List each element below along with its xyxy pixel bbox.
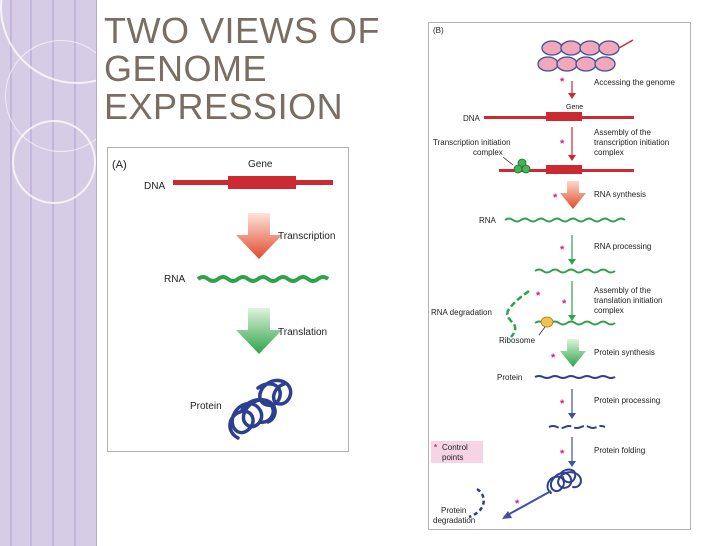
degraded-rna [506, 289, 530, 338]
decor-ring [12, 120, 96, 204]
protein-degradation-line1: Protein [441, 506, 466, 515]
transcription-arrow [236, 213, 282, 259]
control-point-asterisk: * [562, 298, 567, 310]
processed-protein [548, 425, 606, 429]
panel-a-label: (A) [112, 159, 127, 171]
control-point-asterisk: * [515, 498, 520, 510]
panel-a-svg: (A) Gene DNA Transcription RNA Translati… [112, 159, 335, 440]
assembly-tli-line1: Assembly of the [594, 286, 651, 295]
step-arrow-head [568, 259, 576, 265]
step-arrow-head [568, 93, 576, 99]
control-point-asterisk: * [560, 138, 565, 150]
protein-processing-label: Protein processing [594, 396, 660, 405]
protein-synthesis-arrow [560, 339, 586, 367]
step-arrow-head [568, 155, 576, 161]
control-point-asterisk: * [560, 76, 565, 88]
legend-line2: points [442, 453, 463, 462]
assembly-tli-line2: translation initiation [594, 296, 662, 305]
accessing-genome-label: Accessing the genome [594, 78, 675, 87]
translation-arrow [236, 308, 282, 354]
step-arrow-head [568, 413, 576, 419]
control-points-legend [431, 441, 483, 463]
ribosome-icon [540, 316, 554, 328]
control-point-asterisk: * [553, 192, 558, 204]
step-arrow-head [568, 315, 576, 321]
degradation-arrow [503, 490, 552, 518]
rna-label: RNA [164, 274, 185, 285]
gene-label-b: Gene [566, 104, 583, 111]
pointer-line [538, 326, 546, 336]
title-line: GENOME [104, 48, 268, 89]
initiation-complex-icon [513, 158, 531, 174]
gene-segment-b [546, 112, 582, 121]
rna-strand [196, 275, 330, 283]
degradation-arrow-head [502, 511, 512, 519]
legend-asterisk: * [434, 443, 438, 452]
sidebar-stripe [10, 0, 12, 546]
protein-label-b: Protein [497, 373, 522, 382]
rna-strand-b [504, 217, 626, 223]
sidebar-stripe [52, 0, 54, 546]
folded-protein [546, 468, 582, 494]
slide-sidebar [0, 0, 96, 546]
protein-label: Protein [190, 401, 222, 412]
assembly-tli-line3: complex [594, 306, 624, 315]
ti-complex-line2: complex [473, 148, 503, 157]
gene-segment-b2 [546, 165, 582, 174]
ti-complex-line1: Transcription initiation [433, 138, 511, 147]
panel-b-svg: (B) * Accessing the genome Gene DNA * As… [431, 26, 675, 525]
title-line: TWO VIEWS OF [104, 10, 380, 51]
chromatin-icon [537, 39, 634, 72]
assembly-ti-line3: complex [594, 148, 624, 157]
rna-synthesis-arrow [560, 181, 586, 209]
control-point-asterisk: * [536, 290, 541, 302]
assembly-ti-line2: transcription initiation [594, 138, 669, 147]
protein-chain [534, 375, 616, 379]
sidebar-stripe [74, 0, 76, 546]
legend-line1: Control [442, 443, 468, 452]
protein-fold [228, 378, 293, 440]
protein-degradation-line2: degradation [433, 516, 475, 525]
gene-segment [228, 176, 296, 189]
step-arrow-head [568, 461, 576, 467]
control-point-asterisk: * [560, 244, 565, 256]
title-line: EXPRESSION [104, 86, 344, 127]
rna-synthesis-label: RNA synthesis [594, 190, 646, 199]
protein-folding-label: Protein folding [594, 446, 645, 455]
rna-degradation-label: RNA degradation [431, 308, 492, 317]
ribosome-label: Ribosome [499, 336, 536, 345]
panel-b-diagram: (B) * Accessing the genome Gene DNA * As… [428, 22, 691, 530]
dna-label-b: DNA [463, 114, 481, 123]
assembly-ti-line1: Assembly of the [594, 128, 651, 137]
slide-title: TWO VIEWS OF GENOME EXPRESSION [104, 12, 380, 126]
protein-synthesis-label: Protein synthesis [594, 348, 655, 357]
rna-label-b: RNA [479, 216, 497, 225]
control-point-asterisk: * [560, 398, 565, 410]
sidebar-divider [96, 0, 97, 546]
control-point-asterisk: * [551, 352, 556, 364]
panel-b-label: (B) [433, 26, 444, 35]
transcription-label: Transcription [278, 231, 335, 242]
control-point-asterisk: * [560, 448, 565, 460]
rna-processing-label: RNA processing [594, 242, 651, 251]
dna-label: DNA [144, 181, 165, 192]
sidebar-stripe [30, 0, 32, 546]
panel-a-diagram: (A) Gene DNA Transcription RNA Translati… [107, 147, 349, 452]
pointer-line [502, 156, 514, 166]
translation-label: Translation [278, 327, 327, 338]
gene-label: Gene [248, 159, 273, 170]
mrna-strand [534, 268, 616, 274]
degraded-protein [468, 487, 485, 519]
